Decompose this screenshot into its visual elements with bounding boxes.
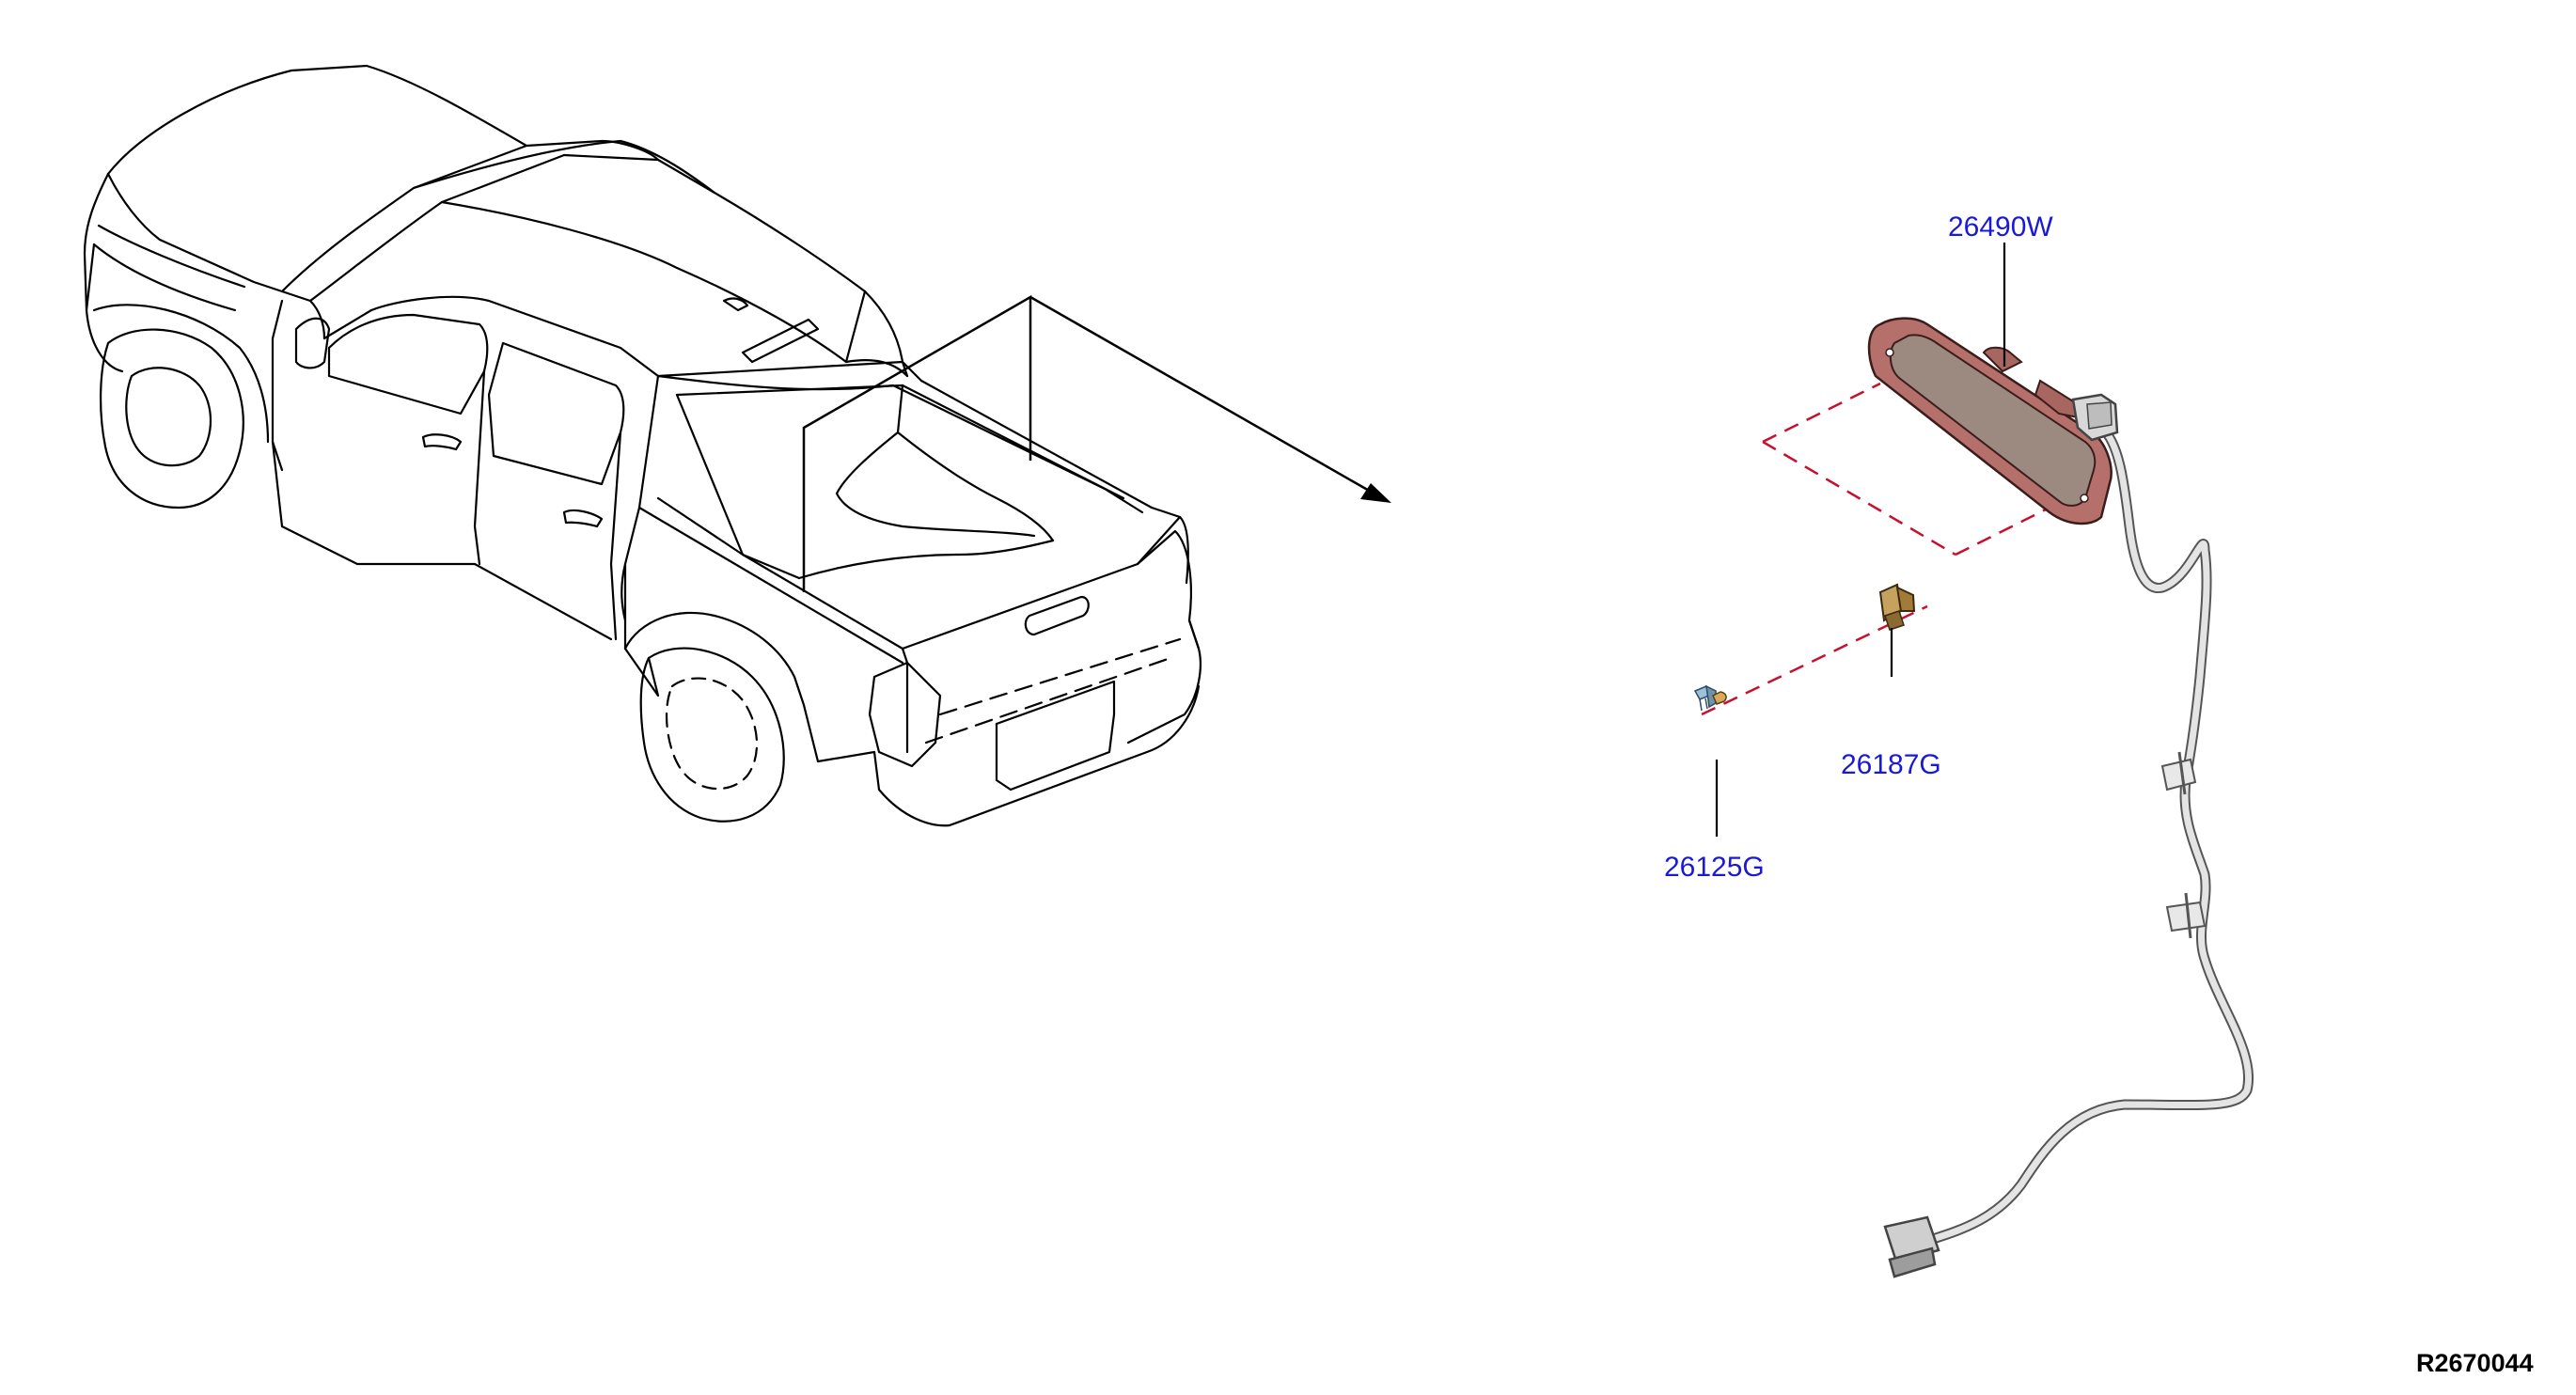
- callout-26125G[interactable]: 26125G: [1664, 852, 1765, 883]
- callout-leaders: [1715, 243, 2006, 837]
- bulb-26125G[interactable]: [1693, 684, 1727, 712]
- harness-clip-lower: [2165, 892, 2207, 939]
- harness-clip-upper: [2160, 751, 2197, 795]
- harness-connector: [1883, 1215, 1940, 1278]
- pointer-arrowhead: [1360, 483, 1391, 503]
- diagram-reference-id: R2670044: [2416, 1349, 2534, 1377]
- leader-pointer: [802, 294, 1378, 592]
- wire-harness: [1922, 422, 2254, 1246]
- callout-26187G[interactable]: 26187G: [1841, 749, 1941, 780]
- lamp-assembly-26490W[interactable]: [1867, 317, 2119, 525]
- bulb-socket-26187G[interactable]: [1878, 583, 1916, 631]
- pickup-truck-illustration: [83, 64, 1202, 827]
- callout-26490W[interactable]: 26490W: [1948, 212, 2053, 243]
